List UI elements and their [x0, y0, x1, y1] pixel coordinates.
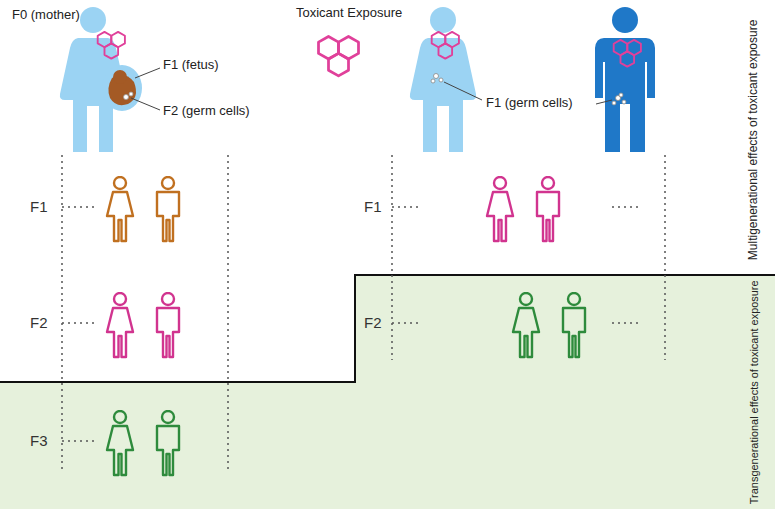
generation-label: F2	[364, 314, 382, 331]
callout-label: F1 (fetus)	[163, 58, 219, 73]
leader-line	[444, 82, 482, 100]
fetus	[108, 70, 136, 105]
molecule	[432, 32, 459, 59]
molecule	[319, 37, 359, 76]
f3-figures	[107, 411, 179, 475]
leader-line	[596, 100, 612, 104]
germ-cells	[431, 74, 443, 84]
woman-figure	[410, 7, 476, 152]
generation-label: F1	[364, 198, 382, 215]
callout-label: F2 (germ cells)	[163, 104, 250, 119]
green-band	[0, 275, 775, 509]
germ-cells	[612, 93, 626, 105]
generation-label: F3	[30, 432, 48, 449]
f1-figures	[487, 177, 559, 241]
molecule	[614, 40, 641, 67]
molecule	[98, 32, 125, 59]
man-figure	[595, 7, 655, 152]
callout-label: F1 (germ cells)	[486, 96, 573, 111]
mother-figure	[60, 7, 142, 152]
side-label: Transgenerational effects of toxicant ex…	[748, 280, 761, 504]
generation-label: F2	[30, 314, 48, 331]
dotted-lines	[62, 155, 665, 470]
leader-line	[135, 68, 160, 78]
title-label: Toxicant Exposure	[296, 6, 402, 21]
f2-figures	[513, 293, 585, 357]
side-label: Multigenerational effects of toxicant ex…	[747, 20, 761, 261]
f2-figures	[107, 293, 179, 357]
f1-figures	[107, 177, 179, 241]
step-line	[0, 275, 775, 382]
generation-label: F1	[30, 198, 48, 215]
generation-label: F0 (mother)	[12, 8, 80, 23]
leader-line	[131, 98, 160, 110]
